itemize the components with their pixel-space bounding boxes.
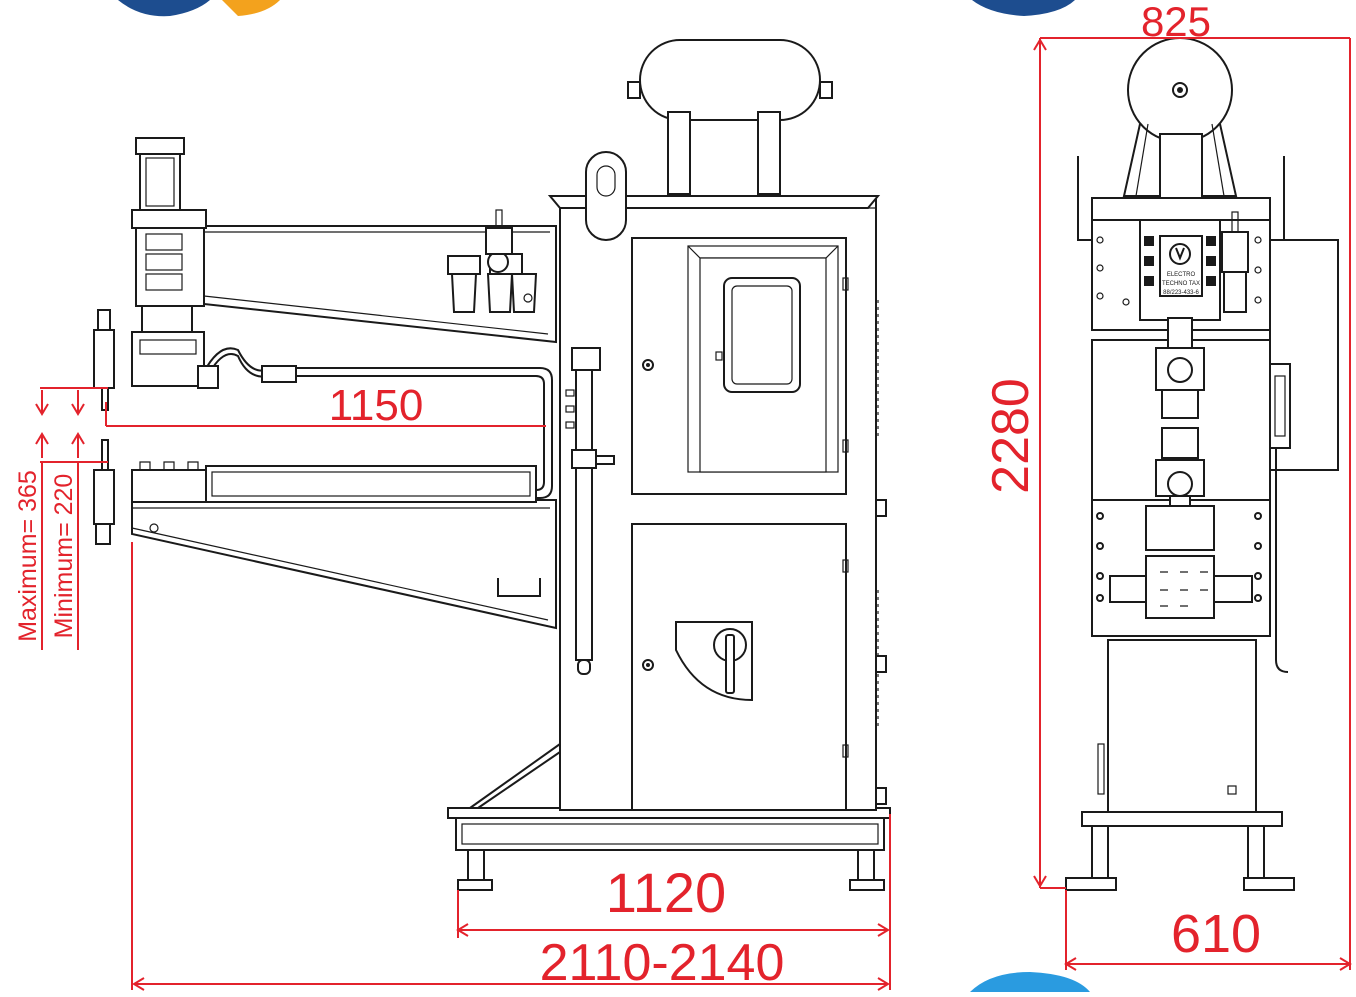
logo-fragment-bottom-right (970, 972, 1090, 992)
dimension-height: 2280 (982, 378, 1040, 494)
nameplate-line-3: 88/223-433-6 (1163, 290, 1199, 296)
dimension-overall-length: 2110-2140 (540, 934, 785, 992)
nameplate-line-1: ELECTRO (1167, 272, 1196, 278)
dimension-minimum-opening: Minimum= 220 (50, 474, 78, 639)
machine-side-view: ELECTRO TECHNO TAX 88/223-433-6 (1065, 37, 1339, 891)
dimension-depth: 610 (1171, 904, 1261, 964)
dimension-lines (35, 37, 1352, 991)
dimension-width: 825 (1141, 0, 1211, 45)
dimension-maximum-opening: Maximum= 365 (14, 470, 42, 642)
logo-fragment-top-right (972, 0, 1075, 16)
logo-fragment-top-left (118, 0, 280, 17)
dimension-throat-length: 1150 (329, 381, 424, 430)
dimension-base-length: 1120 (606, 861, 726, 924)
machine-front-view (93, 39, 891, 891)
nameplate-line-2: TECHNO TAX (1162, 281, 1200, 287)
